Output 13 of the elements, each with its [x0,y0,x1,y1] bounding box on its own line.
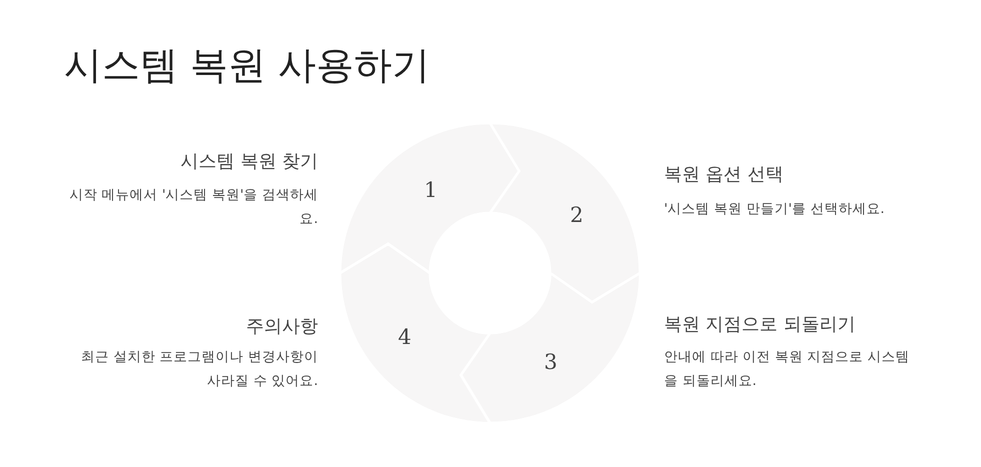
step-heading: 주의사항 [246,315,318,339]
step-description: 안내에 따라 이전 복원 지점으로 시스템을 되돌리세요. [664,348,910,391]
step-heading: 복원 옵션 선택 [664,163,784,187]
step-heading: 복원 지점으로 되돌리기 [664,313,856,337]
step-number: 3 [544,352,558,373]
title: 시스템 복원 사용하기 [64,42,430,89]
step-number: 2 [570,205,584,226]
step-heading: 시스템 복원 찾기 [180,150,318,174]
step-description: '시스템 복원 만들기'를 선택하세요. [664,200,886,219]
step-number: 1 [424,180,438,201]
step-number: 4 [398,326,412,348]
step-description: 시작 메뉴에서 '시스템 복원'을 검색하세요. [68,186,318,229]
step-description: 최근 설치한 프로그램이나 변경사항이 사라질 수 있어요. [80,348,318,391]
